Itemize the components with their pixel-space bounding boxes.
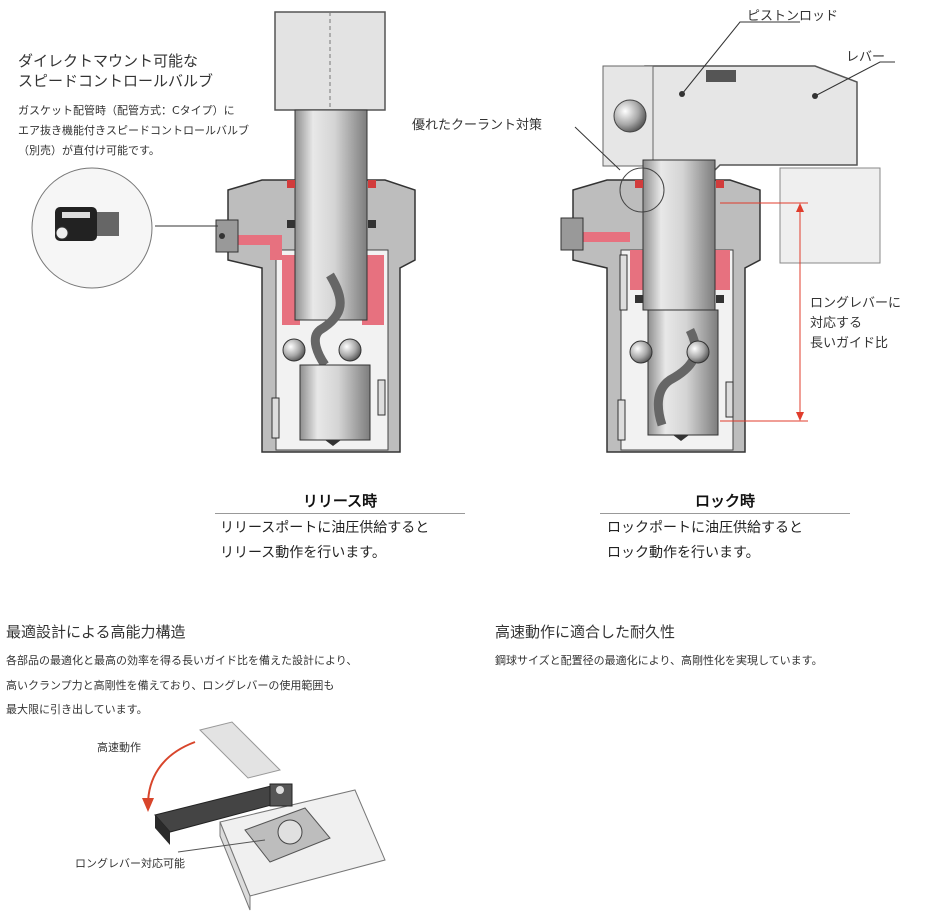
lock-title: ロック時	[694, 492, 755, 510]
design-line3: 最大限に引き出しています。	[6, 703, 148, 716]
valve-desc-line2: エア抜き機能付きスピードコントロールバルブ	[18, 124, 249, 137]
lock-cylinder	[560, 65, 881, 453]
label-long-guide-1: ロングレバーに	[810, 296, 902, 311]
lock-desc-line2: ロック動作を行います。	[607, 545, 760, 561]
label-long-guide-3: 長いガイド比	[810, 336, 889, 351]
design-heading: 最適設計による高能力構造	[6, 623, 186, 641]
illus-high-speed: 高速動作	[97, 741, 141, 754]
valve-desc-line3: （別売）が直付け可能です。	[18, 144, 160, 157]
label-piston-rod: ピストンロッド	[747, 9, 839, 24]
valve-title-line2: スピードコントロールバルブ	[18, 72, 214, 90]
illus-long-lever: ロングレバー対応可能	[75, 857, 185, 870]
release-divider	[215, 513, 465, 514]
leader-lines	[155, 21, 895, 227]
release-cylinder	[215, 11, 416, 453]
lock-divider	[600, 513, 850, 514]
design-line2: 高いクランプ力と高剛性を備えており、ロングレバーの使用範囲も	[6, 679, 335, 692]
clamp-illustration	[142, 721, 386, 911]
speed-control-valve-photo	[31, 167, 153, 289]
release-title: リリース時	[302, 492, 378, 510]
release-desc-line2: リリース動作を行います。	[220, 545, 386, 561]
valve-title-line1: ダイレクトマウント可能な	[18, 52, 199, 70]
speed-heading: 高速動作に適合した耐久性	[495, 623, 676, 641]
valve-desc-line1: ガスケット配管時（配管方式：Cタイプ）に	[18, 104, 235, 117]
lock-desc-line1: ロックポートに油圧供給すると	[607, 520, 803, 536]
label-coolant: 優れたクーラント対策	[412, 118, 543, 133]
design-line1: 各部品の最適化と最高の効率を得る長いガイド比を備えた設計により、	[6, 654, 358, 667]
release-desc-line1: リリースポートに油圧供給すると	[220, 520, 430, 536]
speed-line1: 鋼球サイズと配置径の最適化により、高剛性化を実現しています。	[495, 654, 823, 667]
label-long-guide-2: 対応する	[810, 316, 863, 331]
label-lever: レバー	[846, 50, 886, 65]
